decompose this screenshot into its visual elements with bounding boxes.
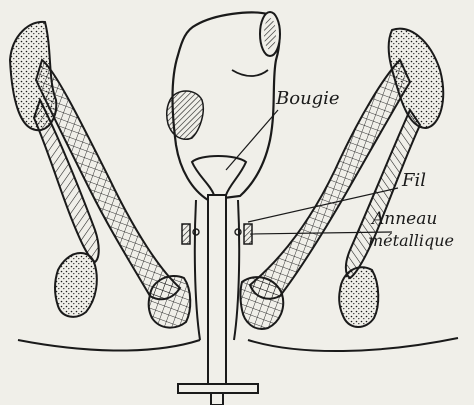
label-anneau: Anneau bbox=[370, 209, 437, 229]
right-sphincter bbox=[241, 277, 284, 329]
label-fil: Fil bbox=[401, 170, 426, 191]
left-sphincter bbox=[149, 276, 191, 328]
left-lower-bone bbox=[55, 253, 97, 317]
label-bougie: Bougie bbox=[275, 88, 340, 109]
left-levator-muscle bbox=[34, 60, 180, 299]
skin-outline bbox=[18, 338, 458, 351]
right-lower-bone bbox=[339, 267, 378, 327]
label-metallique: métallique bbox=[368, 231, 454, 250]
